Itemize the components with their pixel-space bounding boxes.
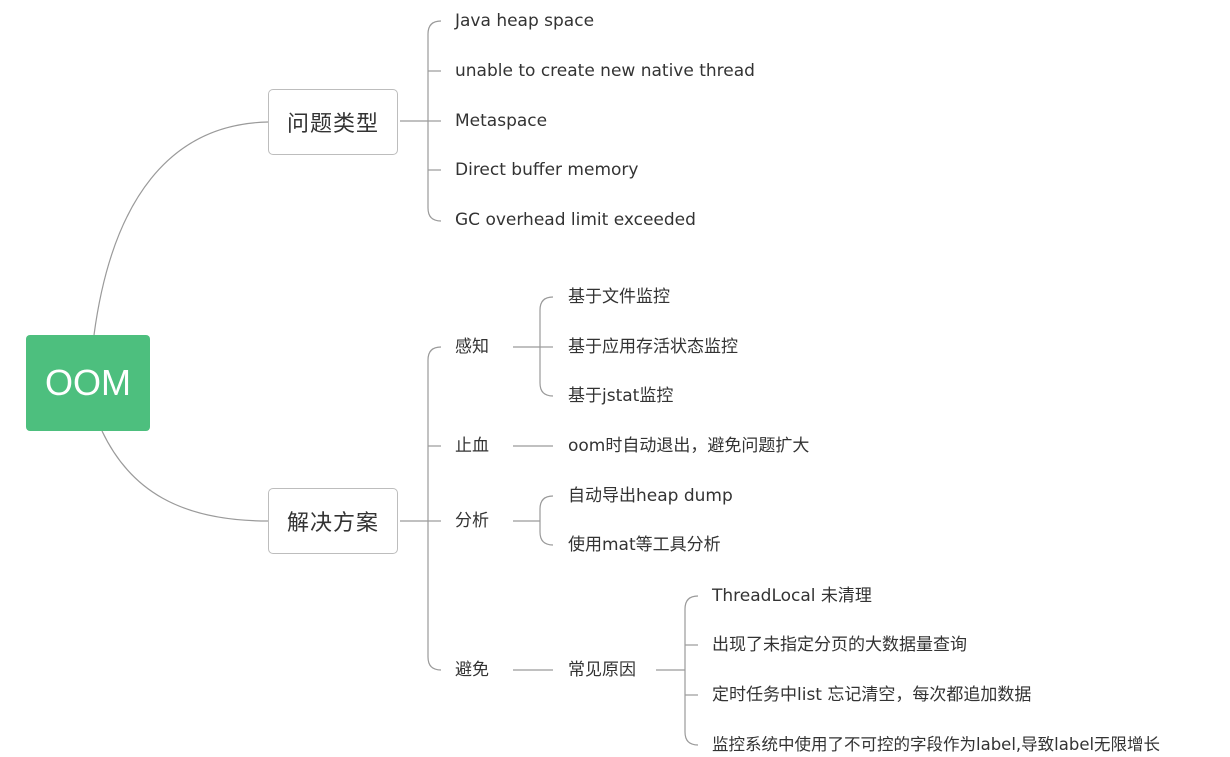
leaf-native-thread[interactable]: unable to create new native thread — [455, 61, 755, 81]
leaf-file-monitoring[interactable]: 基于文件监控 — [568, 287, 670, 307]
connector-root-to-problem-types — [93, 121, 269, 336]
leaf-app-liveness-monitoring[interactable]: 基于应用存活状态监控 — [568, 337, 738, 357]
leaf-uncontrolled-label[interactable]: 监控系统中使用了不可控的字段作为label,导致label无限增长 — [712, 735, 1161, 754]
root-node-oom[interactable]: OOM — [26, 335, 150, 431]
main-node-problem-types[interactable]: 问题类型 — [268, 89, 398, 155]
connector-common-causes-bracket — [684, 595, 699, 746]
connector-root-to-solutions — [101, 430, 269, 522]
sub-node-stop-bleeding[interactable]: 止血 — [455, 436, 489, 456]
leaf-gc-overhead[interactable]: GC overhead limit exceeded — [455, 210, 696, 230]
sub-node-common-causes[interactable]: 常见原因 — [568, 660, 636, 680]
leaf-direct-buffer-memory[interactable]: Direct buffer memory — [455, 160, 639, 180]
leaf-mat-analysis[interactable]: 使用mat等工具分析 — [568, 535, 721, 555]
leaf-auto-exit-on-oom[interactable]: oom时自动退出，避免问题扩大 — [568, 436, 810, 456]
leaf-metaspace[interactable]: Metaspace — [455, 111, 548, 131]
leaf-jstat-monitoring[interactable]: 基于jstat监控 — [568, 386, 674, 406]
leaf-unpaged-large-query[interactable]: 出现了未指定分页的大数据量查询 — [712, 635, 967, 655]
main-node-solutions[interactable]: 解决方案 — [268, 488, 398, 554]
sub-node-perception[interactable]: 感知 — [455, 337, 489, 357]
leaf-list-not-cleared[interactable]: 定时任务中list 忘记清空，每次都追加数据 — [712, 685, 1032, 705]
connector-solutions-bracket — [427, 346, 442, 671]
leaf-auto-heap-dump[interactable]: 自动导出heap dump — [568, 486, 733, 506]
leaf-threadlocal-not-cleaned[interactable]: ThreadLocal 未清理 — [712, 586, 872, 606]
leaf-java-heap-space[interactable]: Java heap space — [455, 11, 595, 31]
sub-node-avoid[interactable]: 避免 — [455, 660, 489, 680]
connector-analysis-bracket — [539, 495, 554, 546]
sub-node-analysis[interactable]: 分析 — [455, 511, 489, 531]
